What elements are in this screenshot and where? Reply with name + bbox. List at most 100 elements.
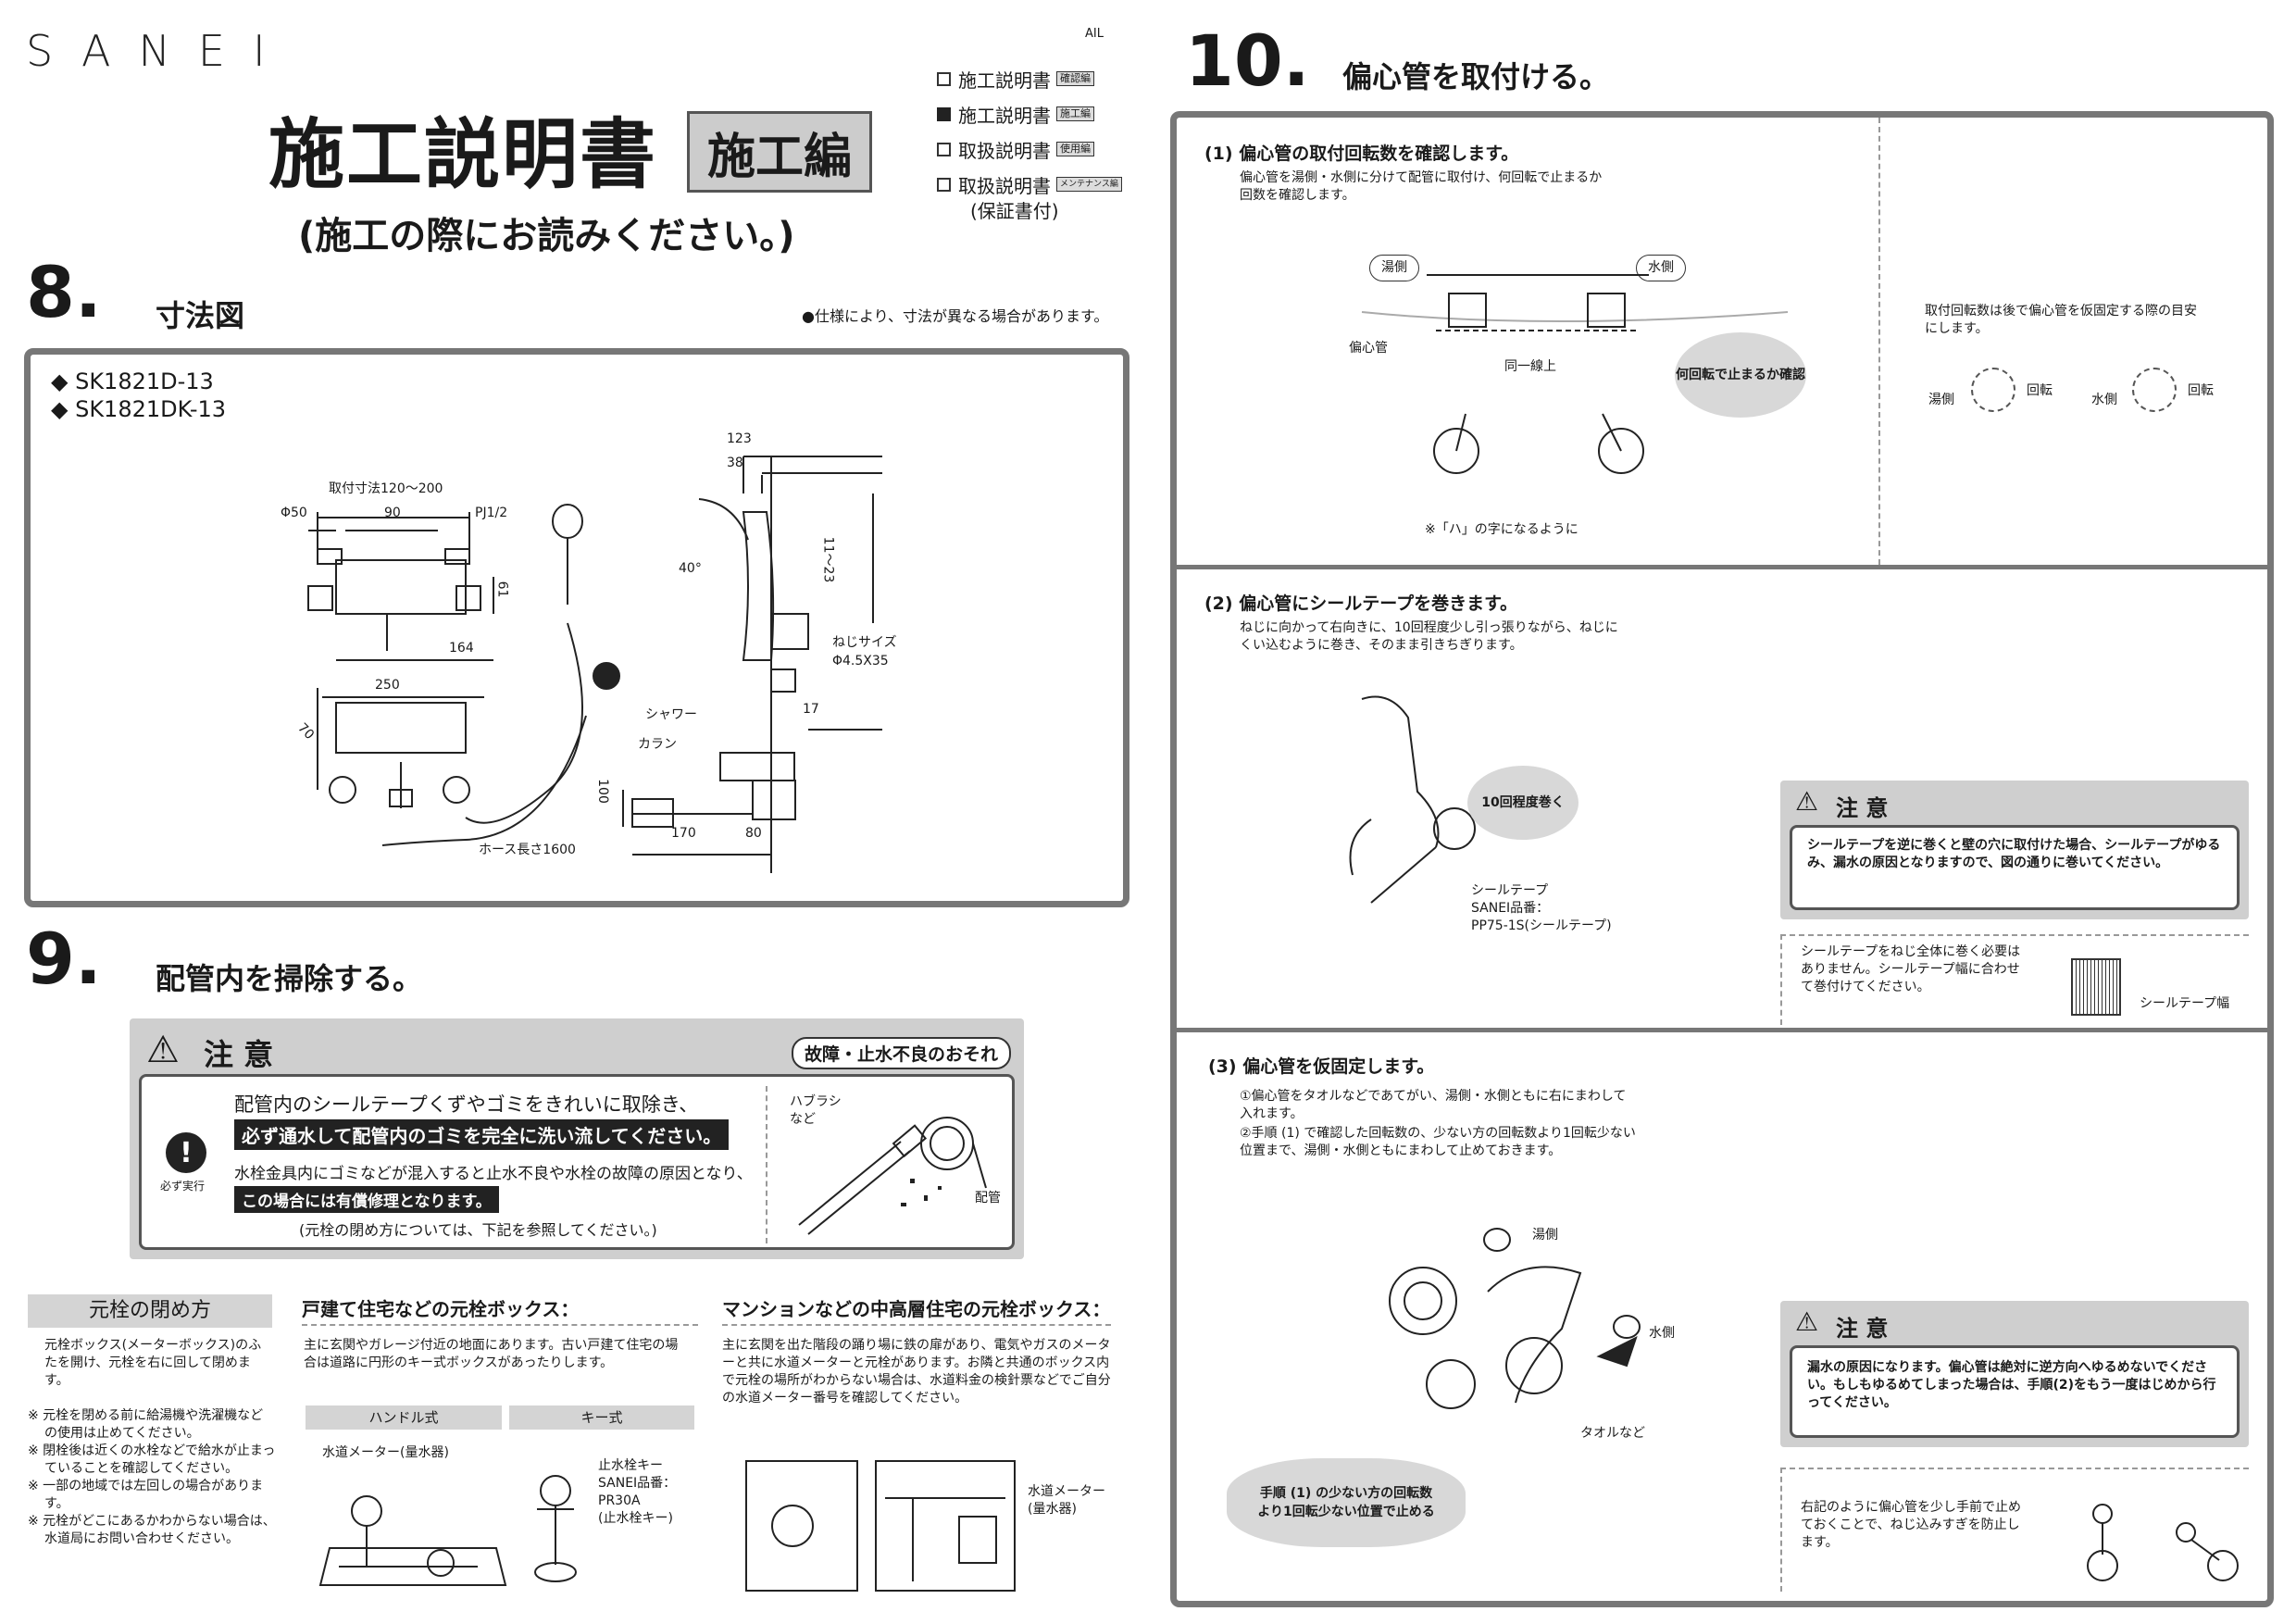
pipe-label: 配管 (975, 1191, 1001, 1206)
rotation-label: 回転 (2027, 383, 2053, 398)
step-3-text-1: ①偏心管をタオルなどであてがい、湯側・水側ともに右にまわして入れます。 (1240, 1089, 1627, 1121)
meter-label: 水道メーター(量水器) (322, 1445, 449, 1460)
warning-triangle-icon: ⚠ (1795, 786, 1819, 817)
brush-illustration (798, 1117, 987, 1235)
tape-width-label: シールテープ幅 (2140, 996, 2230, 1011)
handle-type: ハンドル式 (368, 1409, 439, 1426)
dim-250: 250 (375, 678, 400, 693)
rotation-circle (1971, 368, 2015, 412)
dim-80: 80 (745, 826, 762, 841)
must-do-icon: ! (166, 1132, 206, 1173)
step-3-aside-illustration (2087, 1504, 2239, 1581)
section-8-number: 8. (26, 251, 102, 333)
motosen-text: 元栓ボックス(メーターボックス)のふたを開け、元栓を右に回して閉めます。 (44, 1338, 262, 1388)
dim-164: 164 (449, 641, 474, 656)
hot-side-label: 湯側 (1369, 255, 1419, 281)
step-3-caution: ⚠ 注 意 漏水の原因になります。偏心管は絶対に逆方向へゆるめないでください。も… (1780, 1301, 2249, 1447)
dim-100: 100 (594, 779, 610, 804)
divider (766, 1086, 767, 1243)
step-1-title: (1) 偏心管の取付回転数を確認します。 (1204, 144, 1519, 164)
step-3-cloud-text: 手順 (1) の少ない方の回転数 より1回転少ない位置で止める (1257, 1486, 1435, 1519)
doc-index-label: 取扱説明書 (958, 174, 1051, 197)
dim-38: 38 (727, 456, 743, 470)
must-do-label: 必ず実行 (160, 1180, 206, 1193)
dim-range: 11～23 (820, 536, 836, 583)
step-2-illustration (1349, 695, 1476, 904)
section-8-note: ●仕様により、寸法が異なる場合があります。 (802, 307, 1109, 325)
doc-edition: 施工編 (706, 129, 852, 185)
caution-line-3: 水栓金具内にゴミなどが混入すると止水不良や水栓の故障の原因となり、 (234, 1165, 753, 1183)
eccentric-pipe-label: 偏心管 (1349, 341, 1388, 356)
doc-index-tag: 施工編 (1056, 106, 1094, 121)
towel-label: タオルなど (1580, 1426, 1645, 1441)
doc-index-tag: メンテナンス編 (1056, 177, 1122, 192)
step-3-cloud: 手順 (1) の少ない方の回転数 より1回転少ない位置で止める (1227, 1458, 1466, 1547)
checkbox-empty-icon (937, 71, 951, 86)
dim-phi50: Φ50 (281, 506, 307, 520)
key-type-header: キー式 (509, 1405, 694, 1430)
caution-box-cleaning: ⚠ 注 意 故障・止水不良のおそれ ! 必ず実行 配管内のシールテープくずやゴミ… (130, 1018, 1024, 1259)
dim-90: 90 (384, 506, 401, 520)
brand-text: SANEI (26, 26, 293, 76)
dim-hose: ホース長さ1600 (479, 843, 576, 857)
step-2-cloud: 10回程度巻く (1467, 766, 1578, 840)
step-3-illustration (1389, 1228, 1641, 1409)
doc-title: 施工説明書 (268, 111, 658, 199)
step-3-caution-inner: 漏水の原因になります。偏心管は絶対に逆方向へゆるめないでください。もしもゆるめて… (1790, 1345, 2240, 1438)
handle-type-header: ハンドル式 (306, 1405, 502, 1430)
mansion-title: マンションなどの中高層住宅の元栓ボックス： (722, 1298, 1111, 1320)
step-3-caution-heading: 注 意 (1836, 1316, 1889, 1342)
dim-mount: 取付寸法120～200 (329, 481, 443, 496)
dim-karan: カラン (638, 737, 677, 752)
caution-line-2: 必ず通水して配管内のゴミを完全に洗い流してください。 (234, 1119, 730, 1150)
step-1-panel: (1) 偏心管の取付回転数を確認します。 偏心管を湯側・水側に分けて配管に取付け… (1177, 118, 2267, 569)
step-2-caution-heading: 注 意 (1836, 795, 1889, 821)
dimension-drawing-panel: ◆ SK1821D-13 ◆ SK1821DK-13 (24, 348, 1129, 907)
mansion-underline (722, 1324, 1111, 1326)
step-1-aside: 取付回転数は後で偏心管を仮固定する際の目安にします。 (1925, 304, 2197, 336)
step-1-note: ※「ハ」の字になるように (1425, 522, 1578, 537)
doc-index-item: 施工説明書 確認編 (937, 61, 1136, 96)
step-2-aside: シールテープをねじ全体に巻く必要はありません。シールテープ幅に合わせて巻付けてく… (1801, 944, 2021, 994)
doc-index-label: 施工説明書 (958, 104, 1051, 127)
mansion-meter-illustration (745, 1460, 1016, 1592)
dim-screw: Φ4.5X35 (832, 654, 889, 668)
doc-index-item: 施工説明書 施工編 (937, 96, 1136, 131)
brush-label: ハブラシ など (790, 1094, 842, 1127)
seal-tape-label: シールテープ SANEI品番： PP75-1S(シールテープ) (1471, 883, 1612, 933)
step-1-text: 偏心管を湯側・水側に分けて配管に取付け、何回転で止まるか回数を確認します。 (1240, 170, 1603, 203)
house-underline (302, 1324, 698, 1326)
step-3-text-2: ②手順 (1) で確認した回転数の、少ない方の回転数より1回転少ない位置まで、湯… (1240, 1126, 1636, 1158)
step-2-aside-box (1780, 934, 2249, 1025)
rotation-circle (2132, 368, 2177, 412)
motosen-note: ※ 元栓がどこにあるかわからない場合は、水道局にお問い合わせください。 (28, 1514, 276, 1546)
section-8-title: 寸法図 (156, 298, 245, 333)
mansion-text: 主に玄関を出た階段の踊り場に鉄の扉があり、電気やガスのメーターと共に水道メーター… (722, 1338, 1111, 1405)
same-line-label: 同一線上 (1504, 359, 1556, 374)
handle-valve-illustration (318, 1495, 507, 1586)
checkbox-empty-icon (937, 142, 951, 156)
step-2-caution: ⚠ 注 意 シールテープを逆に巻くと壁の穴に取付けた場合、シールテープがゆるみ、… (1780, 781, 2249, 919)
dim-17: 17 (803, 702, 819, 717)
section-10-title: 偏心管を取付ける。 (1342, 59, 1610, 94)
house-title: 戸建て住宅などの元栓ボックス： (302, 1298, 580, 1320)
step-1-illustration (1361, 274, 1789, 474)
step-2-cloud-text: 10回程度巻く (1481, 795, 1565, 810)
warning-triangle-icon: ⚠ (146, 1029, 180, 1071)
motosen-notes: ※ 元栓を閉める前に給湯機や洗濯機などの使用は止めてください。 ※ 閉栓後は近く… (28, 1407, 276, 1548)
step-2-panel: (2) 偏心管にシールテープを巻きます。 ねじに向かって右向きに、10回程度少し… (1177, 569, 2267, 1032)
dimension-drawing (307, 456, 882, 873)
doc-edition-badge: 施工編 (687, 111, 872, 193)
doc-index-label: 取扱説明書 (958, 139, 1051, 162)
doc-index-tag: 使用編 (1056, 142, 1094, 156)
step-1-cloud-text: 何回転で止まるか確認 (1676, 368, 1805, 382)
dim-123: 123 (727, 431, 752, 446)
doc-index: 施工説明書 確認編 施工説明書 施工編 取扱説明書 使用編 取扱説明書 メンテナ… (937, 61, 1136, 223)
step-3-aside-box (1780, 1468, 2249, 1592)
caution-line-4: この場合には有償修理となります。 (234, 1186, 499, 1213)
hot-side-label: 湯側 (1532, 1228, 1558, 1243)
motosen-note: ※ 閉栓後は近くの水栓などで給水が止まっていることを確認してください。 (28, 1443, 276, 1476)
doc-index-sub: (保証書付) (970, 200, 1059, 222)
key-valve-illustration (534, 1475, 577, 1582)
model-list: ◆ SK1821D-13 ◆ SK1821DK-13 (51, 368, 226, 423)
